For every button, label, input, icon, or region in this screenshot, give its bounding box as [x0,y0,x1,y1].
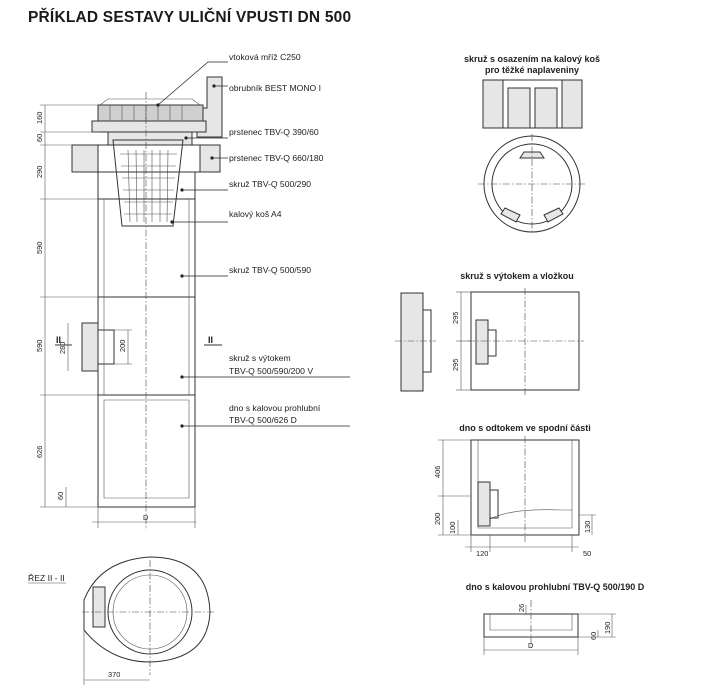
dim-160: 160 [35,112,44,124]
label-bottom-2: TBV-Q 500/626 D [229,415,297,425]
detail2-dim-295-lower: 295 [451,359,460,371]
dim-590-upper: 590 [35,242,44,254]
label-basket: kalový koš A4 [229,209,282,219]
section-II-II: ŘEZ II - II 370 [28,556,214,685]
detail1-title-2: pro těžké naplaveniny [485,65,579,75]
detail-ring-with-seat: skruž s osazením na kalový koš pro těžké… [464,54,600,234]
detail3-dim-100: 100 [448,522,457,534]
detail1-title-1: skruž s osazením na kalový koš [464,54,600,64]
label-ring60: prstenec TBV-Q 390/60 [229,127,319,137]
detail3-body [470,439,580,536]
label-bottom-1: dno s kalovou prohlubní [229,403,321,413]
label-grate: vtoková mříž C250 [229,52,301,62]
dim-290: 290 [35,166,44,178]
detail2-dim-295-upper: 295 [451,312,460,324]
dim-60: 60 [35,134,44,142]
detail2-title: skruž s výtokem a vložkou [460,271,574,281]
label-outlet-2: TBV-Q 500/590/200 V [229,366,313,376]
label-curb: obrubník BEST MONO I [229,83,321,93]
detail4-dim-26: 26 [517,604,526,612]
sludge-basket [112,139,184,227]
ring-500-290 [97,171,196,200]
detail3-dim-406: 406 [433,466,442,478]
detail4-dim-190: 190 [603,622,612,634]
section-pipe [92,586,106,628]
detail-shallow-bottom: dno s kalovou prohlubní TBV-Q 500/190 D … [466,582,645,655]
label-ring180: prstenec TBV-Q 660/180 [229,153,324,163]
detail3-dim-50: 50 [583,549,591,558]
ring-660-180-left [71,144,99,173]
outlet-ring [97,296,196,396]
detail3-dim-200: 200 [433,513,442,525]
outlet-pipe [81,322,99,372]
detail3-dim-130: 130 [583,521,592,533]
main-assembly: II II 160 60 290 590 590 626 280 200 60 … [35,52,350,530]
page-title: PŘÍKLAD SESTAVY ULIČNÍ VPUSTI DN 500 [28,9,352,26]
grate-top [97,104,204,122]
detail4-dim-D: D [528,641,533,650]
dim-60-bottom: 60 [56,492,65,500]
detail-bottom-with-outlet: dno s odtokem ve spodní části 406 200 10… [433,423,596,558]
dim-626: 626 [35,446,44,458]
dim-370: 370 [108,670,120,679]
detail3-title: dno s odtokem ve spodní části [459,423,591,433]
detail4-dim-60: 60 [589,632,598,640]
dim-200-outlet: 200 [118,340,127,352]
section-mark-left: II [56,335,61,345]
dim-D-main: D [143,513,148,522]
ring-660-180-right [199,144,221,173]
section-title: ŘEZ II - II [28,573,65,583]
detail-ring-with-outlet: skruž s výtokem a vložkou 295 295 [395,271,584,396]
dim-590-lower: 590 [35,340,44,352]
dim-280: 280 [58,342,67,354]
detail3-dim-120: 120 [476,549,488,558]
bottom-sump [97,394,196,508]
section-mark-right: II [208,335,213,345]
label-ring290: skruž TBV-Q 500/290 [229,179,311,189]
ring-390-60 [107,131,193,146]
label-ring590: skruž TBV-Q 500/590 [229,265,311,275]
detail4-title: dno s kalovou prohlubní TBV-Q 500/190 D [466,582,645,592]
label-outlet-1: skruž s výtokem [229,353,291,363]
grate-frame [91,120,207,133]
